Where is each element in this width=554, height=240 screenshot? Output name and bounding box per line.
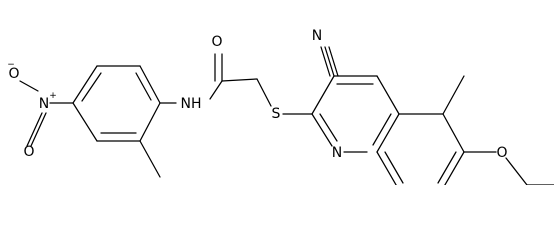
atom-label-nitro-nitrogen: N: [39, 96, 49, 112]
atom-label-nitro-oxygen-bottom: O: [23, 144, 34, 160]
atom-label-sulfur: S: [272, 106, 281, 122]
atom-label-amide-nh: NH: [181, 96, 202, 112]
atom-label-cyano-nitrogen: N: [312, 28, 322, 44]
atom-labels: O − N + O NH O S N N O: [7, 28, 507, 161]
atom-label-quinoline-nitrogen: N: [332, 145, 342, 161]
atom-label-amide-oxygen: O: [211, 34, 222, 50]
molecule-structure: O − N + O NH O S N N O: [7, 28, 554, 185]
charge-label-nitro-oxygen: −: [7, 60, 15, 70]
atom-label-nitro-oxygen-top: O: [8, 66, 19, 82]
bond-lines: [19, 46, 554, 185]
atom-label-ether-oxygen: O: [496, 145, 507, 161]
charge-label-nitro-nitrogen: +: [49, 91, 57, 101]
